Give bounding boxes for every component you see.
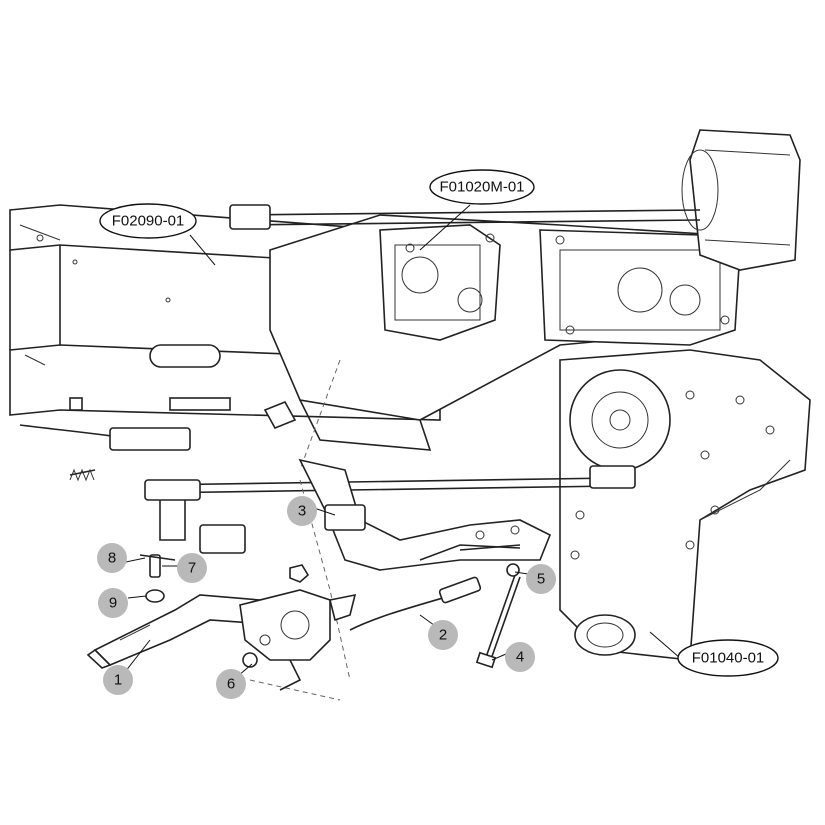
brake-bracket <box>199 458 552 571</box>
callout-7: 7 <box>177 553 207 583</box>
callout-4: 4 <box>505 642 535 672</box>
brake-cable-assembly <box>349 544 521 631</box>
callout-number: 8 <box>108 550 116 567</box>
callout-number: 1 <box>114 672 122 689</box>
callout-number: 2 <box>439 627 447 644</box>
code-text-axle: F01040-01 <box>692 650 765 667</box>
code-text-frame: F02090-01 <box>112 213 185 230</box>
ratchet-mechanism <box>239 589 357 691</box>
callout-5: 5 <box>526 564 556 594</box>
pin <box>149 554 161 578</box>
cotter-clip <box>139 554 176 561</box>
long-bolt <box>475 563 521 669</box>
callout-8: 8 <box>97 543 127 573</box>
callout-number: 5 <box>537 571 545 588</box>
code-label-axle: F01040-01 <box>677 639 779 677</box>
callout-1: 1 <box>103 665 133 695</box>
small-hardware <box>139 554 310 603</box>
upper-cylinder <box>681 129 801 271</box>
callout-number: 9 <box>109 595 117 612</box>
code-leaders <box>189 204 681 659</box>
callout-number: 6 <box>227 676 235 693</box>
gearbox-housing <box>269 214 741 451</box>
rear-axle-housing <box>559 349 811 661</box>
callout-number: 3 <box>298 503 306 520</box>
callout-number: 7 <box>188 560 196 577</box>
nut <box>289 564 310 583</box>
code-text-gearbox: F01020M-01 <box>439 179 524 196</box>
callout-3: 3 <box>287 496 317 526</box>
callout-9: 9 <box>98 588 128 618</box>
callout-number: 4 <box>516 649 524 666</box>
callout-6: 6 <box>216 669 246 699</box>
code-label-gearbox: F01020M-01 <box>429 169 535 205</box>
code-label-frame: F02090-01 <box>99 203 197 239</box>
callout-2: 2 <box>428 620 458 650</box>
brake-cables <box>19 204 701 701</box>
washer <box>145 589 165 603</box>
